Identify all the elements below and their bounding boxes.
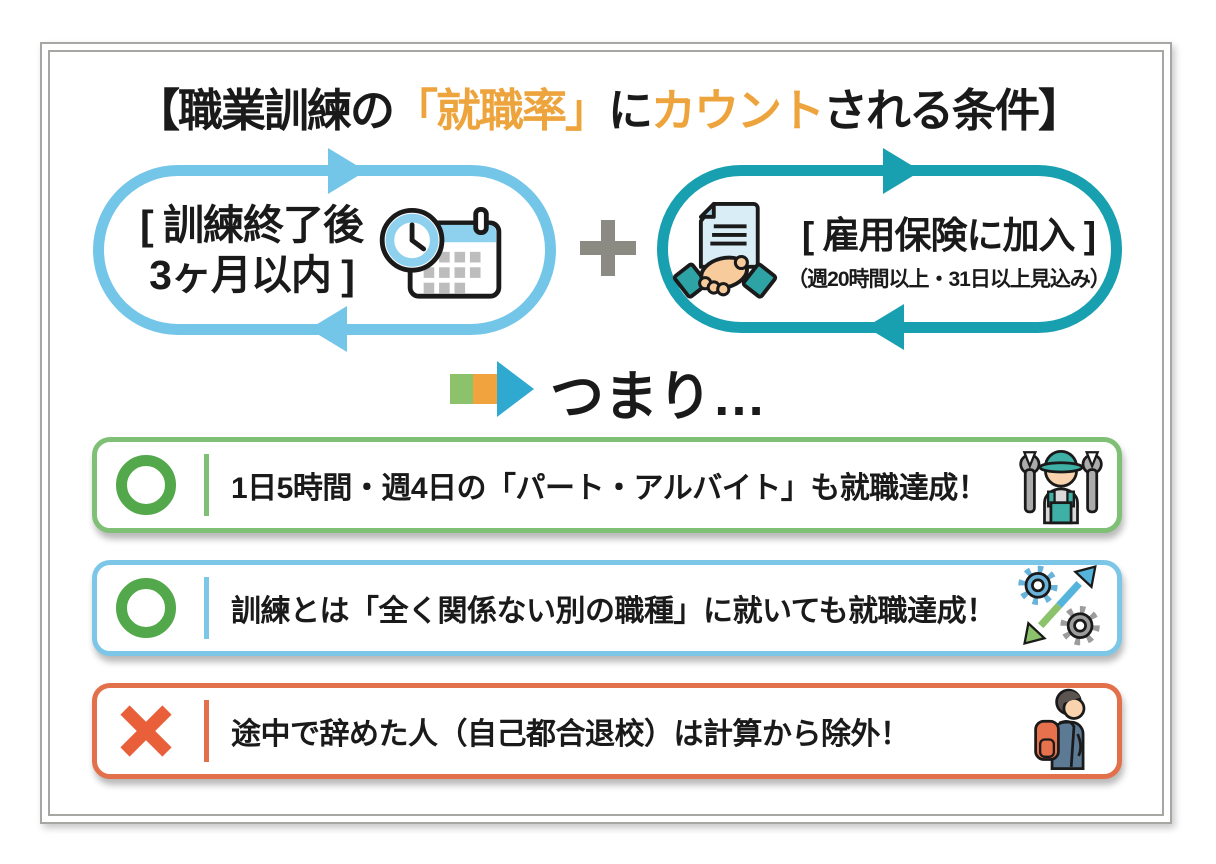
page-frame-inner xyxy=(48,50,1164,816)
result-item-different-job-ok: 訓練とは「全く関係ない別の職種」に就いても就職達成！ xyxy=(92,560,1122,656)
cross-mark-icon xyxy=(115,702,177,760)
right-loop-sub: （週20時間以上・31日以上見込み） xyxy=(787,268,1111,291)
title-highlight: 「就職率」 xyxy=(392,85,610,136)
title-part: される条件】 xyxy=(823,85,1083,136)
cycle-arrow-left-icon xyxy=(866,304,904,350)
right-condition-loop: [ 雇用保険に加入 ] （週20時間以上・31日以上見込み） xyxy=(657,148,1122,350)
right-loop-label: [ 雇用保険に加入 ] （週20時間以上・31日以上見込み） xyxy=(787,205,1111,293)
student-leaving-icon xyxy=(1021,687,1105,776)
conclusion-text: つまり… xyxy=(550,367,766,427)
divider xyxy=(204,700,209,762)
mechanic-icon xyxy=(1017,440,1105,531)
right-loop-main: [ 雇用保険に加入 ] xyxy=(801,215,1096,256)
divider xyxy=(204,454,209,516)
cycle-arrow-right-icon xyxy=(883,148,921,194)
title-highlight: カウント xyxy=(651,85,825,136)
cycle-arrow-right-icon xyxy=(328,148,366,194)
left-loop-label: [ 訓練終了後 3ヶ月以内 ] xyxy=(139,200,364,300)
item-text: 1日5時間・週4日の「パート・アルバイト」も就職達成！ xyxy=(231,472,988,505)
left-condition-loop: [ 訓練終了後 3ヶ月以内 ] xyxy=(93,148,556,352)
handshake-document-icon xyxy=(669,195,781,304)
circle-mark-icon xyxy=(115,578,177,638)
plus-icon xyxy=(580,220,636,276)
left-loop-line1: [ 訓練終了後 xyxy=(139,201,364,248)
title-part: 【職業訓練の xyxy=(134,85,395,136)
result-item-dropout-excluded: 途中で辞めた人（自己都合退校）は計算から除外！ xyxy=(92,683,1122,779)
item-text: 途中で辞めた人（自己都合退校）は計算から除外！ xyxy=(231,718,910,751)
clock-calendar-icon xyxy=(373,194,509,307)
item-text: 訓練とは「全く関係ない別の職種」に就いても就職達成！ xyxy=(231,595,996,628)
conclusion-row: つまり… xyxy=(0,352,1216,431)
main-title: 【職業訓練の「就職率」にカウントされる条件】 xyxy=(0,74,1216,139)
conclusion-arrow-icon xyxy=(450,361,534,422)
result-item-part-time-ok: 1日5時間・週4日の「パート・アルバイト」も就職達成！ xyxy=(92,437,1122,533)
cycle-arrow-left-icon xyxy=(309,306,347,352)
circle-mark-icon xyxy=(115,455,177,515)
left-loop-line2: 3ヶ月以内 ] xyxy=(149,252,355,298)
title-part: に xyxy=(607,85,653,136)
gears-career-change-icon xyxy=(1013,562,1105,655)
divider xyxy=(204,577,209,639)
